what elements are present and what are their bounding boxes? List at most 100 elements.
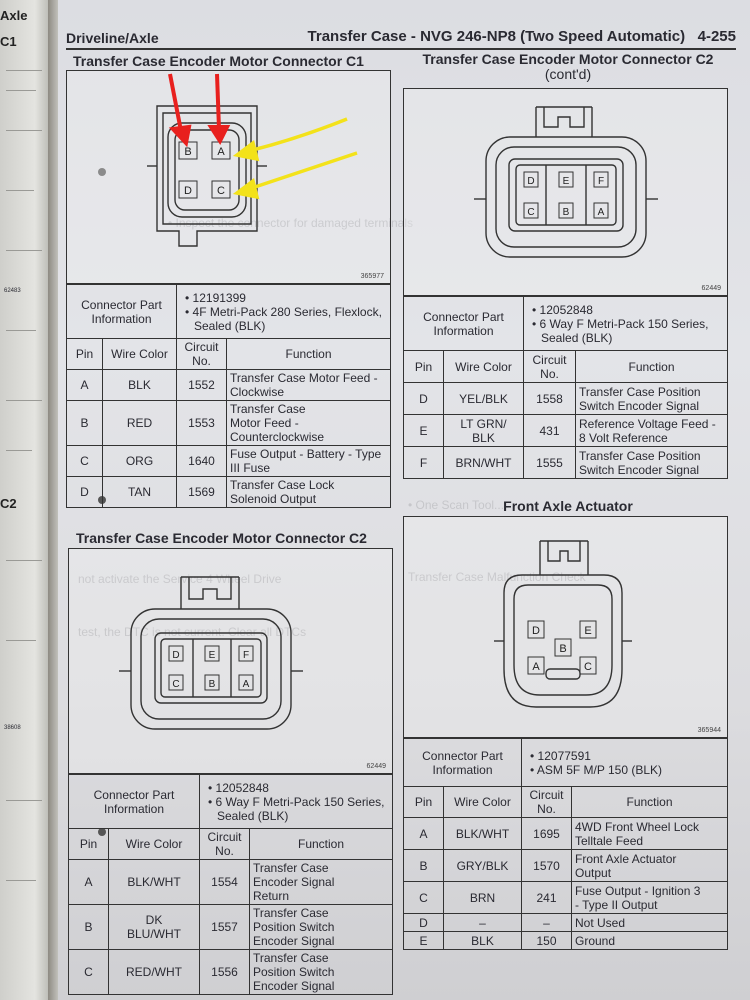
table-row: D TAN 1569 Transfer Case Lock Solenoid O… — [66, 476, 391, 508]
function-cell: Fuse Output - Ignition 3 - Type II Outpu… — [571, 881, 728, 914]
wire-color-cell: BRN — [443, 881, 522, 914]
c1-diagram-box: B A D C 365977 — [66, 70, 391, 284]
function-cell: Transfer Case Position Switch Encoder Si… — [575, 446, 728, 479]
faa-pin-label: B — [559, 643, 566, 655]
col-pin: Pin — [66, 338, 103, 370]
pin-cell: A — [66, 369, 103, 401]
bleed-through-text: • One Scan Tool... — [408, 498, 505, 512]
c2-pin-label: F — [243, 650, 249, 661]
circuit-cell: 1557 — [199, 904, 250, 950]
part-info-label: Connector Part Information — [66, 284, 177, 339]
circuit-cell: 1553 — [176, 400, 227, 446]
c2cont-connector-diagram: D E F C B A — [474, 106, 658, 258]
function-cell: Transfer Case Position Switch Encoder Si… — [249, 949, 393, 995]
faa-pin-label: D — [532, 625, 540, 637]
wire-color-cell: BLK — [102, 369, 177, 401]
part-info-values: • 12052848 • 6 Way F Metri-Pack 150 Seri… — [199, 774, 393, 829]
col-pin: Pin — [403, 350, 444, 383]
part-info-values: • 12191399 • 4F Metri-Pack 280 Series, F… — [176, 284, 391, 339]
c1-figure-number: 365977 — [360, 273, 384, 280]
page-title: Transfer Case - NVG 246-NP8 (Two Speed A… — [308, 28, 736, 45]
c2cont-pin-label: F — [598, 176, 604, 187]
part-number: • 12052848 — [208, 780, 269, 795]
yellow-annotation-arrows — [232, 117, 358, 200]
part-info-row: Connector Part Information • 12077591 • … — [403, 738, 728, 787]
wire-color-cell: BLK — [443, 931, 522, 950]
circuit-cell: 1570 — [521, 849, 572, 882]
c2-pin-label: C — [172, 679, 179, 690]
col-circuit: Circuit No. — [176, 338, 227, 370]
function-cell: Transfer Case Motor Feed - Counterclockw… — [226, 400, 391, 446]
table-row: C RED/WHT 1556 Transfer Case Position Sw… — [68, 949, 393, 995]
c2cont-diagram-box: D E F C B A 62449 — [403, 88, 728, 296]
c1-pin-label: D — [184, 185, 192, 197]
table-row: B GRY/BLK 1570 Front Axle Actuator Outpu… — [403, 849, 728, 882]
circuit-cell: 1640 — [176, 445, 227, 477]
circuit-cell: 241 — [521, 881, 572, 914]
circuit-cell: 1695 — [521, 817, 572, 850]
faa-connector-diagram: D E B A C — [494, 540, 632, 708]
prev-fig-number-2: 38608 — [4, 725, 21, 731]
c2cont-pin-label: E — [563, 176, 570, 187]
pin-cell: C — [66, 445, 103, 477]
faa-pin-table: Connector Part Information • 12077591 • … — [403, 738, 728, 950]
c2cont-pin-label: D — [527, 176, 534, 187]
faa-figure-number: 365944 — [697, 727, 721, 734]
prev-tab-c2: C2 — [0, 496, 17, 511]
c2-pin-table: Connector Part Information • 12052848 • … — [68, 774, 393, 995]
table-row: C ORG 1640 Fuse Output - Battery - Type … — [66, 445, 391, 477]
pin-cell: C — [403, 881, 444, 914]
col-wire-color: Wire Color — [102, 338, 177, 370]
col-circuit: Circuit No. — [521, 786, 572, 818]
function-cell: Transfer Case Encoder Signal Return — [249, 859, 393, 905]
table-row: B RED 1553 Transfer Case Motor Feed - Co… — [66, 400, 391, 446]
circuit-cell: 1552 — [176, 369, 227, 401]
bleed-through-text: Transfer Case Malfunction Check — [408, 570, 586, 584]
circuit-cell: – — [521, 913, 572, 932]
pin-cell: F — [403, 446, 444, 479]
function-cell: Transfer Case Position Switch Encoder Si… — [249, 904, 393, 950]
manual-page: Driveline/Axle Transfer Case - NVG 246-N… — [58, 0, 750, 1000]
part-info-values: • 12052848 • 6 Way F Metri-Pack 150 Seri… — [523, 296, 728, 351]
previous-page-edge: Axle C1 C2 62483 38608 — [0, 0, 50, 1000]
c2cont-pin-label: A — [598, 207, 605, 218]
table-header-row: Pin Wire Color Circuit No. Function — [68, 828, 393, 860]
faa-diagram-box: D E B A C 365944 — [403, 516, 728, 738]
part-description: • 6 Way F Metri-Pack 150 Series, Sealed … — [532, 316, 709, 345]
faa-title: Front Axle Actuator — [503, 498, 633, 514]
part-info-label: Connector Part Information — [68, 774, 200, 829]
c1-connector-diagram: B A D C — [147, 73, 358, 247]
col-wire-color: Wire Color — [443, 786, 522, 818]
c2cont-subtitle: (cont'd) — [544, 66, 592, 82]
circuit-cell: 150 — [521, 931, 572, 950]
table-row: A BLK/WHT 1695 4WD Front Wheel Lock Tell… — [403, 817, 728, 850]
function-cell: Reference Voltage Feed - 8 Volt Referenc… — [575, 414, 728, 447]
part-info-row: Connector Part Information • 12052848 • … — [403, 296, 728, 351]
c2-title: Transfer Case Encoder Motor Connector C2 — [76, 530, 367, 546]
wire-color-cell: DK BLU/WHT — [108, 904, 200, 950]
col-wire-color: Wire Color — [443, 350, 524, 383]
faa-pin-label: C — [584, 661, 592, 673]
function-cell: 4WD Front Wheel Lock Telltale Feed — [571, 817, 728, 850]
table-row: E LT GRN/ BLK 431 Reference Voltage Feed… — [403, 414, 728, 447]
c1-pin-label: C — [217, 185, 225, 197]
wire-color-cell: LT GRN/ BLK — [443, 414, 524, 447]
pin-cell: E — [403, 931, 444, 950]
binder-hole — [98, 168, 106, 176]
circuit-cell: 1555 — [523, 446, 576, 479]
header-title: Transfer Case - NVG 246-NP8 (Two Speed A… — [307, 28, 686, 45]
c2-pin-label: E — [209, 650, 216, 661]
col-function: Function — [575, 350, 728, 383]
function-cell: Transfer Case Lock Solenoid Output — [226, 476, 391, 508]
col-pin: Pin — [403, 786, 444, 818]
col-wire-color: Wire Color — [108, 828, 200, 860]
c1-pin-table: Connector Part Information • 12191399 • … — [66, 284, 391, 508]
pin-cell: B — [66, 400, 103, 446]
c2cont-figure-number: 62449 — [701, 285, 721, 292]
circuit-cell: 1556 — [199, 949, 250, 995]
c2-pin-label: B — [209, 679, 216, 690]
pin-cell: D — [403, 382, 444, 415]
part-info-label: Connector Part Information — [403, 296, 524, 351]
wire-color-cell: YEL/BLK — [443, 382, 524, 415]
function-cell: Not Used — [571, 913, 728, 932]
